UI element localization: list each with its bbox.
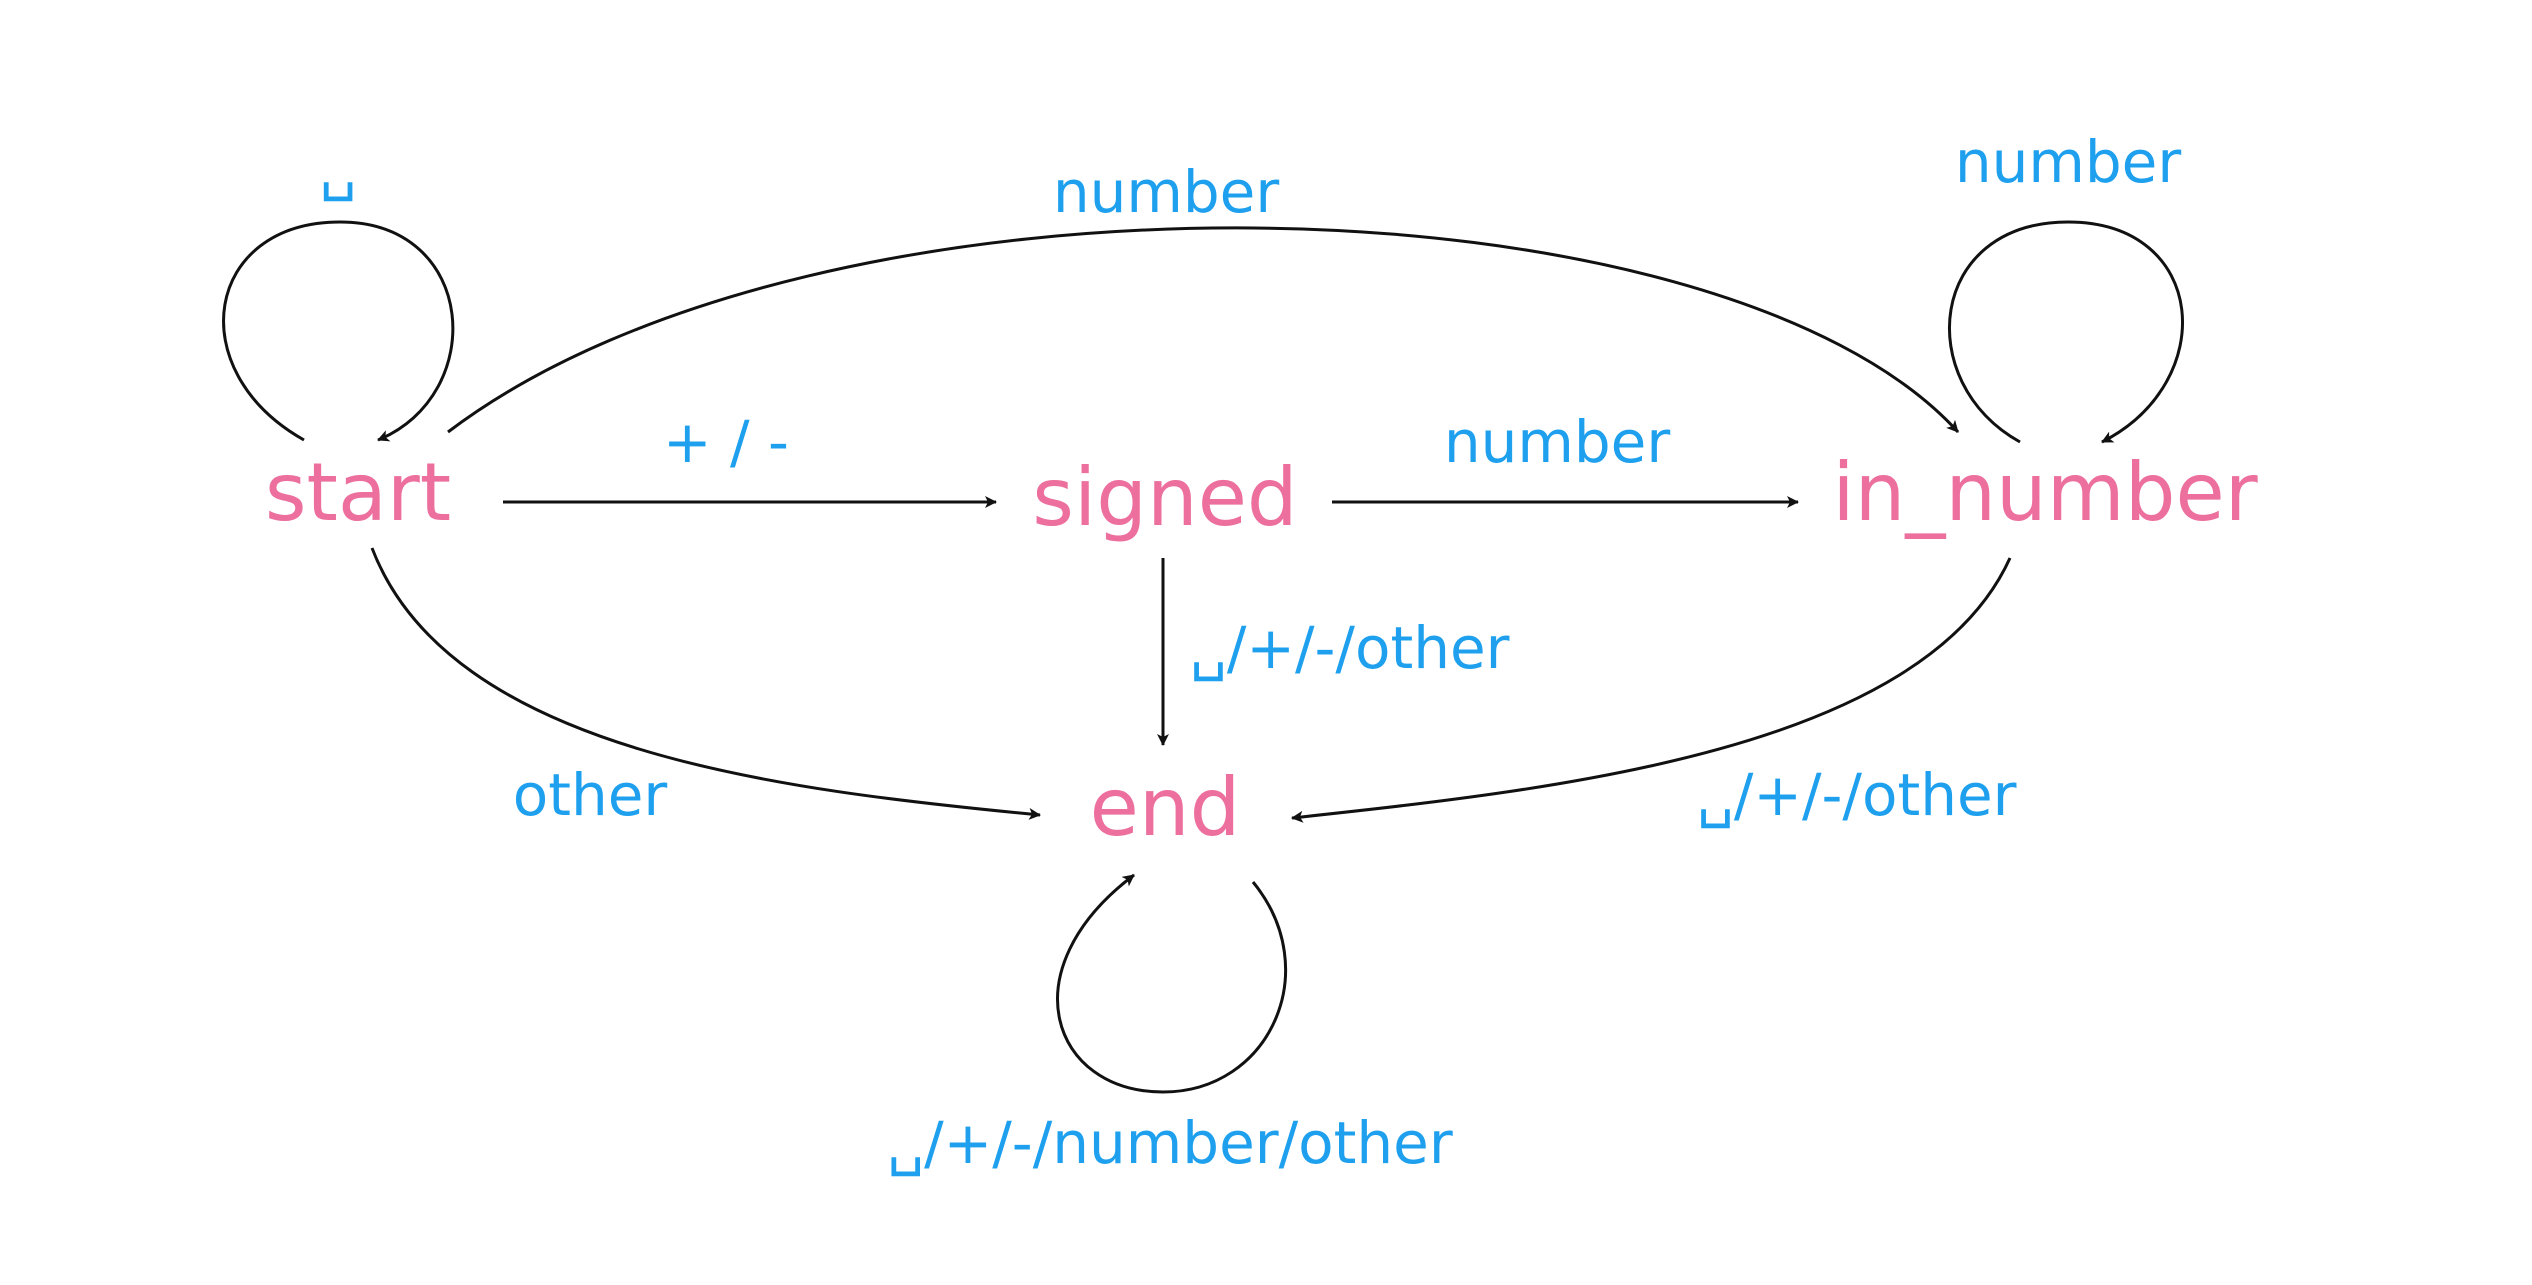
edge-start-to-in-number [447,226,1960,434]
label-end-self-loop: ␣/+/-/number/other [887,1109,1453,1177]
label-in-number-to-end: ␣/+/-/other [1697,761,2017,829]
label-in-number-self-loop: number [1955,128,2182,196]
label-start-to-end: other [513,761,668,829]
label-signed-to-end: ␣/+/-/other [1190,614,1510,682]
label-signed-to-in-number: number [1444,408,1671,476]
state-start: start [265,446,451,539]
label-start-to-in-number: number [1053,158,1280,226]
edge-in-number-to-end [1291,557,2012,823]
label-start-to-signed: + / - [663,408,789,476]
state-signed: signed [1032,451,1297,544]
state-end: end [1090,761,1241,854]
edge-end-self-loop [1056,873,1288,1094]
label-start-self-loop: ␣ [320,134,357,202]
state-in-number: in_number [1832,446,2257,539]
edge-start-self-loop [222,220,455,442]
edge-start-to-end [370,547,1041,820]
edge-in-number-self-loop [1947,220,2184,444]
